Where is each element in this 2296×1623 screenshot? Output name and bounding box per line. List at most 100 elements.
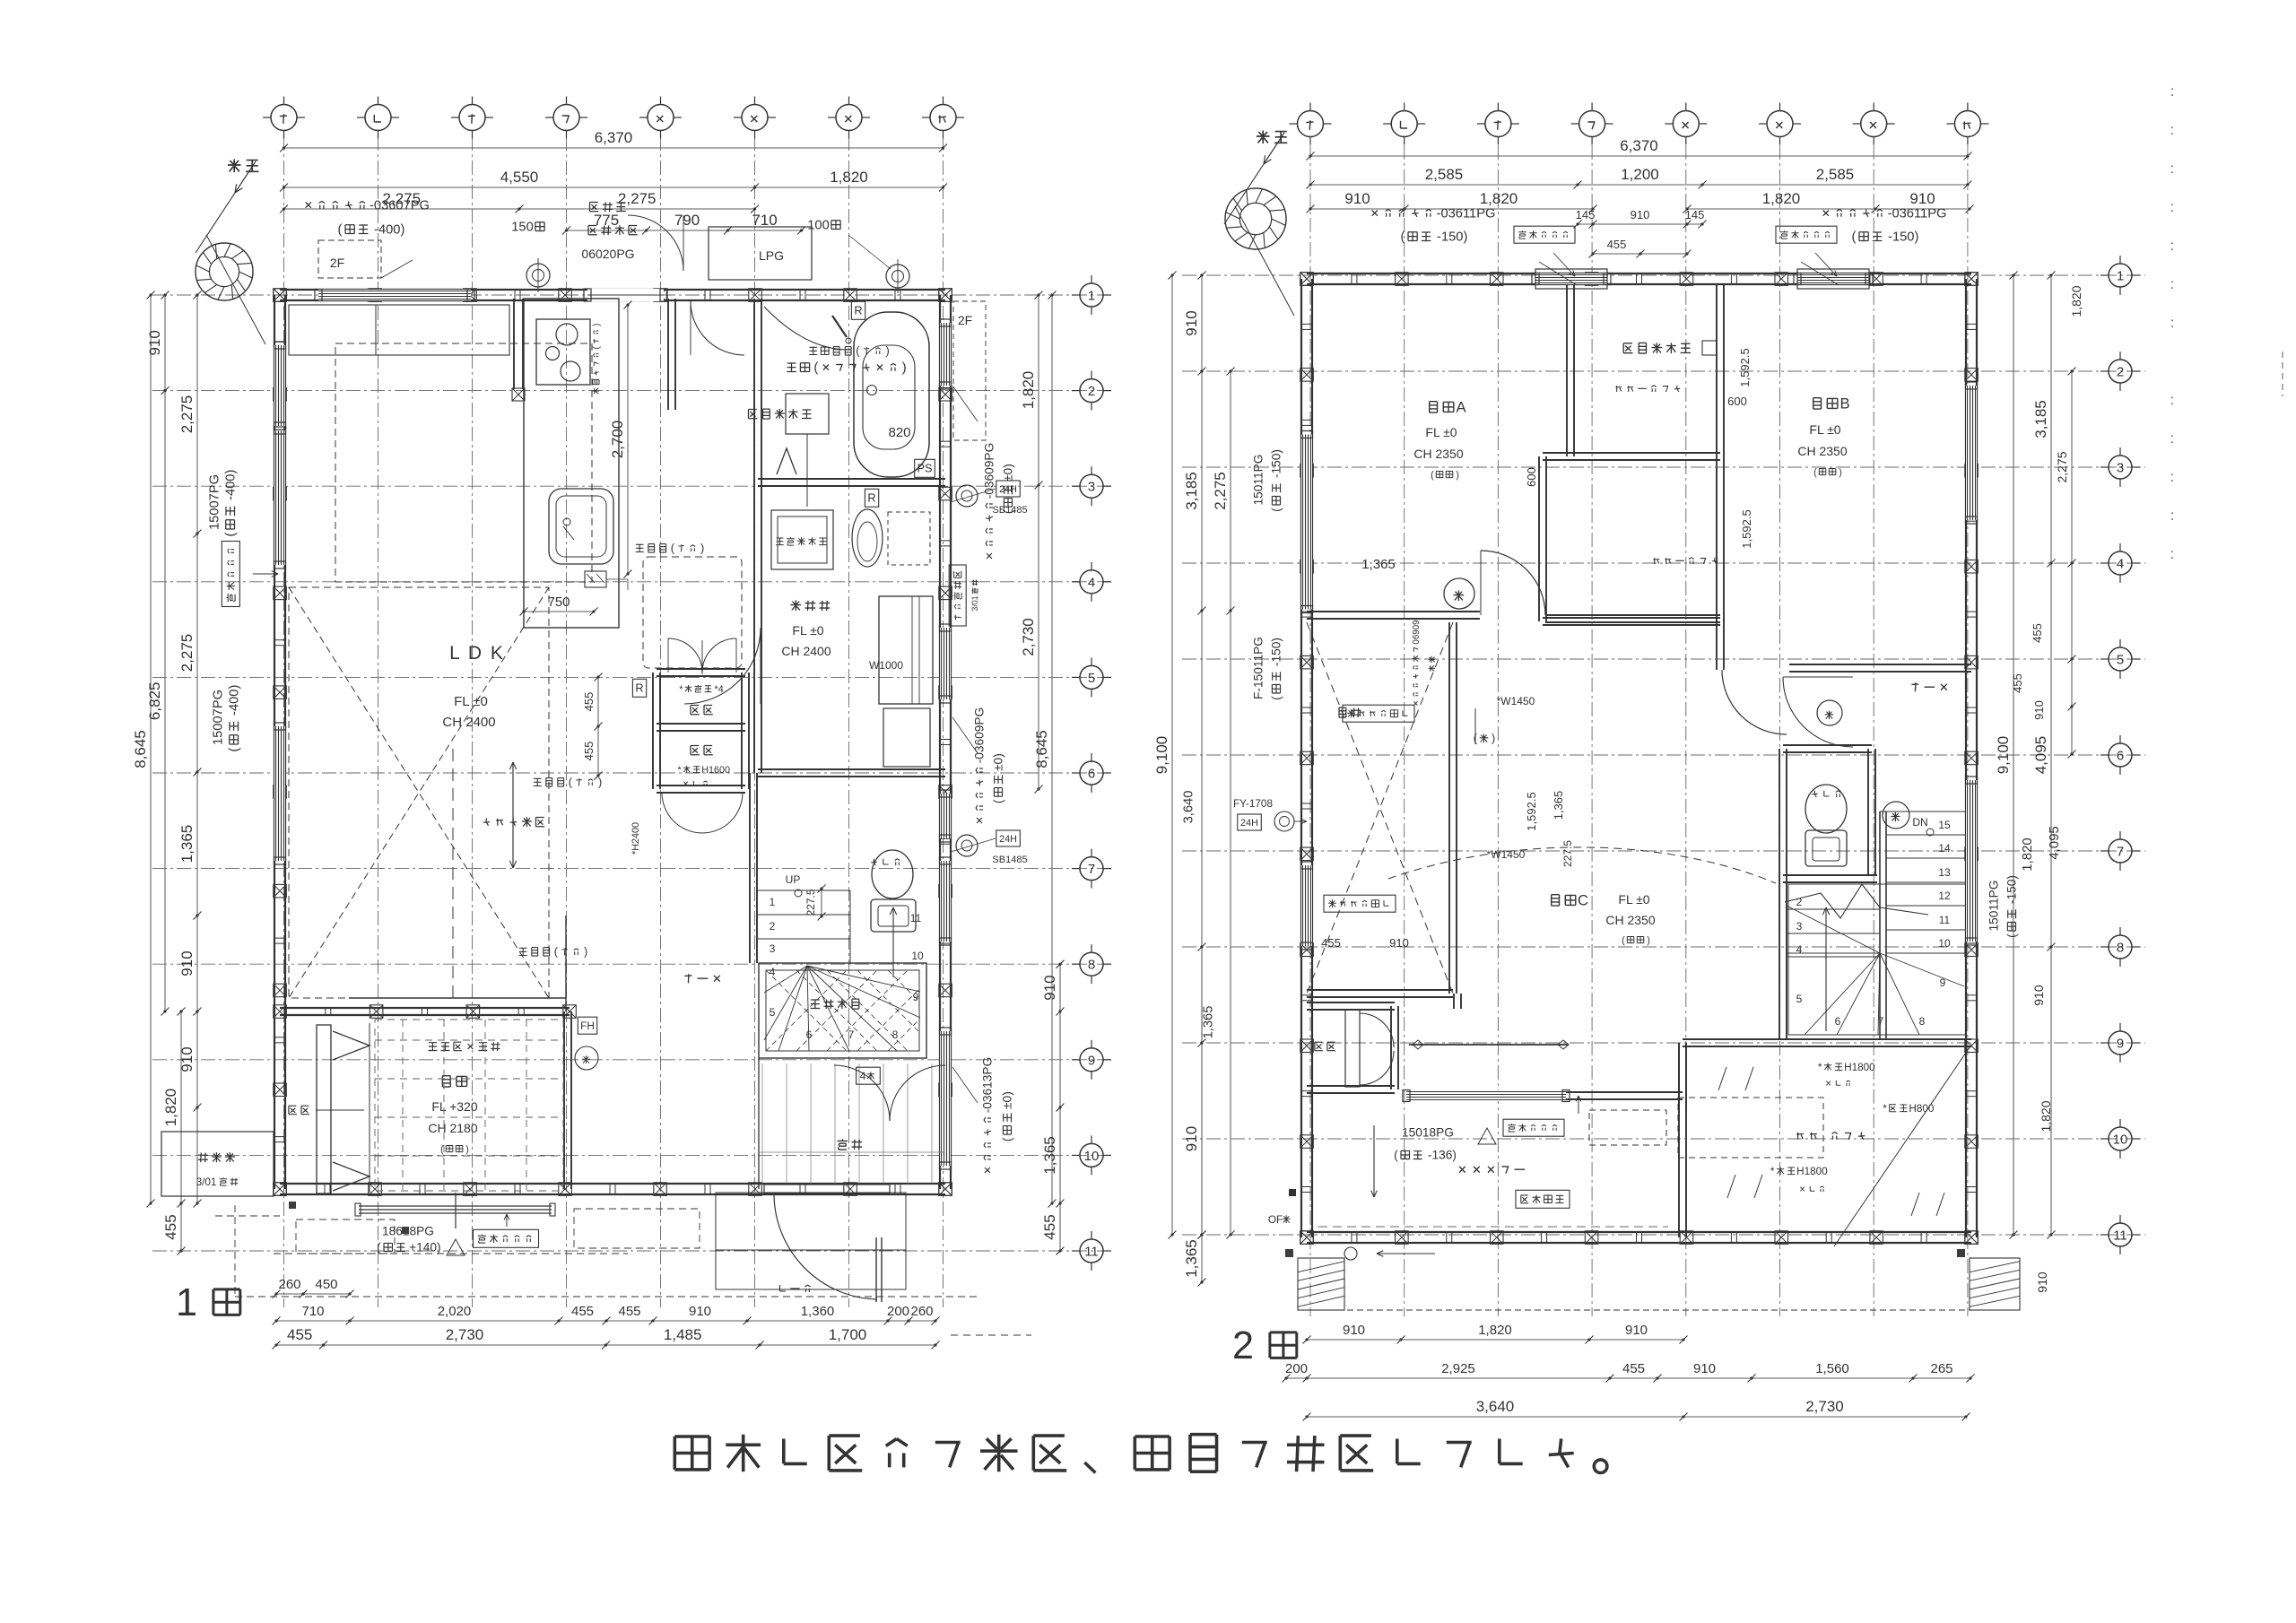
svg-text:3/01: 3/01	[970, 595, 979, 611]
svg-text:C: C	[1578, 892, 1588, 909]
svg-text:5: 5	[1796, 993, 1803, 1005]
svg-text:2,020: 2,020	[438, 1304, 472, 1319]
svg-text:2,925: 2,925	[1441, 1361, 1475, 1376]
svg-text:PS: PS	[918, 462, 933, 475]
svg-text:455: 455	[582, 692, 596, 712]
svg-text:910: 910	[178, 950, 196, 976]
svg-text:150: 150	[511, 221, 534, 235]
svg-text:455: 455	[582, 742, 596, 761]
svg-text:8: 8	[892, 1028, 899, 1041]
svg-text:FH: FH	[580, 1020, 595, 1032]
svg-text:750: 750	[547, 595, 570, 610]
svg-text:5: 5	[770, 1006, 776, 1019]
svg-text:-150): -150)	[2005, 875, 2019, 904]
svg-text:820: 820	[888, 425, 910, 440]
svg-text:*: *	[1818, 1062, 1822, 1073]
svg-text:(: (	[1270, 696, 1283, 700]
svg-text:455: 455	[618, 1304, 640, 1319]
svg-text:H1600: H1600	[701, 765, 730, 776]
svg-text:CH 2350: CH 2350	[1605, 913, 1655, 927]
svg-text:1: 1	[176, 1281, 197, 1324]
svg-text:7: 7	[2117, 845, 2124, 860]
svg-text:2,275: 2,275	[178, 634, 196, 673]
svg-text:600: 600	[1727, 395, 1747, 408]
svg-text:-400): -400)	[228, 685, 242, 716]
svg-text:3/01: 3/01	[196, 1176, 217, 1188]
svg-text:100: 100	[807, 219, 830, 233]
svg-text:265: 265	[1930, 1361, 1952, 1376]
svg-text:1,820: 1,820	[162, 1089, 179, 1127]
svg-text:1,200: 1,200	[1621, 166, 1659, 183]
svg-text:6: 6	[1088, 767, 1095, 782]
svg-text:910: 910	[2035, 1271, 2049, 1293]
svg-text:910: 910	[1343, 1323, 1365, 1338]
svg-text:DN: DN	[1912, 816, 1927, 829]
svg-text:2,275: 2,275	[178, 395, 196, 434]
svg-text:910: 910	[689, 1304, 711, 1319]
svg-text:910: 910	[1183, 310, 1200, 335]
svg-text:(: (	[1401, 230, 1405, 245]
svg-text:-03609PG: -03609PG	[973, 707, 987, 764]
svg-text:200: 200	[887, 1304, 909, 1319]
svg-text::: :	[2170, 161, 2174, 177]
svg-text:*W1450: *W1450	[1487, 848, 1526, 861]
svg-text:24H: 24H	[999, 834, 1017, 845]
svg-text:8,645: 8,645	[132, 730, 149, 768]
svg-text:-150): -150)	[1270, 638, 1283, 666]
svg-text:(: (	[1852, 230, 1857, 245]
svg-text:1,360: 1,360	[801, 1304, 835, 1319]
svg-text:1,700: 1,700	[829, 1326, 867, 1343]
svg-text:(: (	[1622, 935, 1625, 946]
svg-text:06909: 06909	[1412, 620, 1422, 644]
svg-text:4: 4	[1088, 575, 1095, 590]
svg-text:8,645: 8,645	[1033, 730, 1050, 768]
svg-text::: :	[2170, 277, 2174, 292]
svg-text:*: *	[1883, 1103, 1887, 1115]
svg-text::: :	[2170, 547, 2174, 562]
svg-text:1,365: 1,365	[178, 825, 196, 864]
svg-text:910: 910	[146, 330, 163, 355]
svg-text:(: (	[1474, 732, 1478, 745]
svg-text:9: 9	[913, 991, 919, 1003]
svg-text:455: 455	[1041, 1214, 1058, 1239]
svg-text:2,275: 2,275	[383, 190, 422, 207]
svg-text:(: (	[592, 345, 602, 349]
svg-text:-03611PG: -03611PG	[1437, 207, 1496, 221]
svg-text:775: 775	[594, 212, 619, 229]
svg-text:7: 7	[848, 1028, 855, 1041]
svg-text:455: 455	[2011, 673, 2024, 693]
svg-text:(: (	[992, 799, 1005, 803]
svg-text:6,370: 6,370	[1620, 137, 1658, 154]
svg-text:8: 8	[1088, 958, 1095, 973]
svg-text:910: 910	[1909, 190, 1935, 207]
svg-text:W1000: W1000	[869, 659, 903, 672]
svg-text:12: 12	[1938, 890, 1951, 902]
svg-text:1,820: 1,820	[2069, 285, 2083, 317]
svg-text:6: 6	[2117, 749, 2124, 764]
svg-text:(: (	[1394, 1149, 1398, 1162]
svg-text:*W1450: *W1450	[1497, 695, 1535, 707]
svg-text:6: 6	[1835, 1015, 1841, 1028]
svg-text:): )	[700, 542, 704, 555]
svg-text:1: 1	[770, 896, 776, 908]
svg-text:*H2400: *H2400	[631, 822, 641, 855]
svg-text:2,585: 2,585	[1425, 166, 1464, 183]
svg-text::: :	[2170, 200, 2174, 215]
svg-text:1,820: 1,820	[1762, 190, 1801, 207]
svg-text:-400): -400)	[374, 223, 404, 238]
svg-text:8: 8	[1919, 1015, 1926, 1028]
svg-text:7: 7	[1088, 862, 1095, 877]
svg-text:3: 3	[1088, 480, 1095, 495]
svg-text:910: 910	[1631, 208, 1650, 221]
svg-text:227.5: 227.5	[804, 889, 817, 916]
svg-text:260: 260	[910, 1304, 933, 1319]
svg-text:10: 10	[911, 950, 924, 962]
svg-text:910: 910	[1389, 936, 1409, 950]
svg-text:455: 455	[1622, 1361, 1645, 1376]
svg-text:-03607PG: -03607PG	[370, 199, 430, 213]
svg-text:4: 4	[1796, 943, 1803, 956]
svg-text:2,730: 2,730	[1805, 1398, 1844, 1415]
svg-text:R: R	[854, 304, 862, 317]
svg-text:(: (	[440, 1144, 444, 1155]
svg-text:(: (	[569, 776, 573, 789]
